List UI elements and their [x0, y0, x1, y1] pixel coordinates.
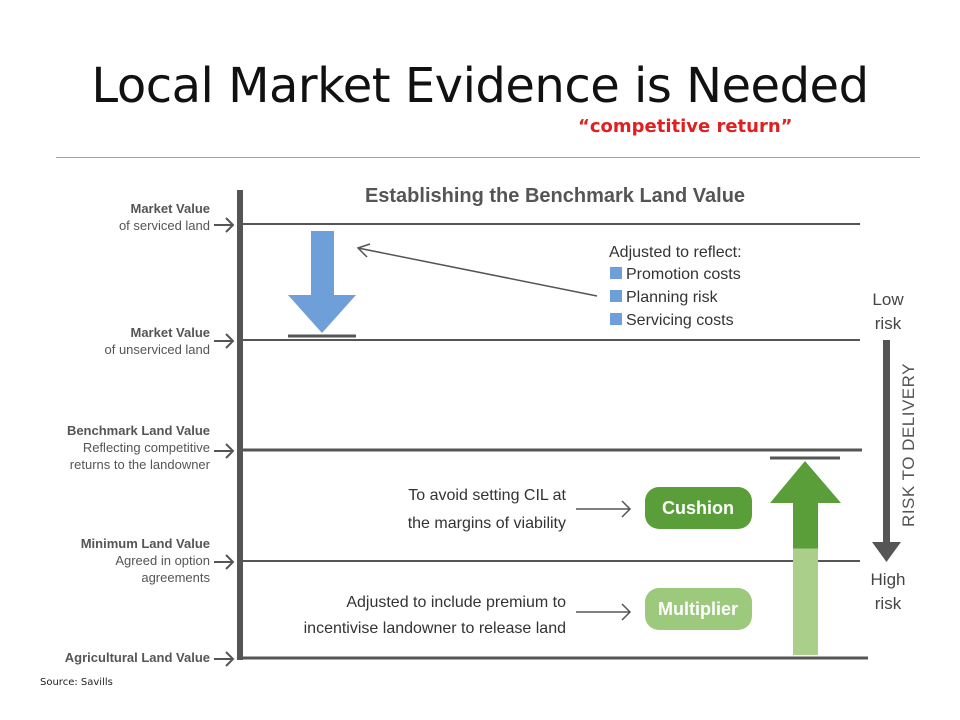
risk-axis-arrowhead-icon: [872, 542, 901, 562]
cushion-note-line: To avoid setting CIL at: [408, 487, 566, 504]
adjustment-pointer-arrow-icon: [356, 243, 598, 297]
adjustment-item: Servicing costs: [626, 312, 734, 329]
multiplier-note-line: Adjusted to include premium to: [346, 594, 566, 611]
level-name: Market Value: [131, 201, 211, 216]
pointer-arrow-icon: [214, 333, 235, 349]
title-divider: [56, 157, 920, 158]
slide-subtitle: “competitive return”: [578, 116, 793, 137]
source-note: Source: Savills: [40, 677, 113, 688]
multiplier-label: Multiplier: [658, 599, 738, 619]
risk-high-label: High risk: [871, 570, 906, 613]
level-pointer-arrows: [214, 217, 235, 667]
risk-high-line: risk: [875, 594, 902, 613]
adjustment-heading: Adjusted to reflect:: [609, 244, 742, 261]
green-up-arrow-icon: [770, 461, 841, 655]
pointer-arrow-icon: [214, 554, 235, 570]
adjustment-item: Planning risk: [626, 289, 719, 306]
risk-high-line: High: [871, 570, 906, 589]
pointer-arrow-icon: [214, 217, 235, 233]
risk-axis-label: RISK TO DELIVERY: [899, 363, 918, 527]
blue-down-arrow-icon: [288, 231, 356, 333]
vertical-axis: [237, 190, 243, 660]
diagram-title: Establishing the Benchmark Land Value: [365, 185, 745, 207]
multiplier-pill: [645, 588, 752, 630]
level-sub: agreements: [141, 570, 210, 585]
level-name: Minimum Land Value: [81, 536, 210, 551]
level-label-agricultural: Agricultural Land Value: [65, 650, 210, 665]
level-name: Market Value: [131, 325, 211, 340]
cushion-pill: [645, 487, 752, 529]
risk-low-line: risk: [875, 314, 902, 333]
multiplier-note: Adjusted to include premium to incentivi…: [304, 594, 566, 637]
level-sub: returns to the landowner: [70, 457, 211, 472]
adjustment-item: Promotion costs: [626, 266, 741, 283]
adjustment-list: Adjusted to reflect: Promotion costs Pla…: [609, 244, 742, 329]
pointer-arrow-icon: [214, 651, 235, 667]
bullet-square-icon: [610, 313, 622, 325]
level-label-minimum: Minimum Land Value Agreed in option agre…: [81, 536, 211, 585]
level-name: Benchmark Land Value: [67, 423, 210, 438]
multiplier-arrow-icon: [576, 603, 632, 621]
risk-low-label: Low risk: [872, 290, 904, 333]
risk-axis-shaft: [883, 340, 890, 545]
cushion-note: To avoid setting CIL at the margins of v…: [408, 487, 567, 532]
pointer-arrow-icon: [214, 443, 235, 459]
multiplier-note-line: incentivise landowner to release land: [304, 620, 566, 637]
risk-low-line: Low: [872, 290, 904, 309]
level-sub: Agreed in option: [115, 553, 210, 568]
slide-title: Local Market Evidence is Needed: [91, 58, 869, 114]
level-label-unserviced: Market Value of unserviced land: [104, 325, 210, 357]
bullet-square-icon: [610, 290, 622, 302]
level-name: Agricultural Land Value: [65, 650, 210, 665]
level-sub: of serviced land: [119, 218, 210, 233]
cushion-arrow-icon: [576, 500, 632, 518]
level-label-benchmark: Benchmark Land Value Reflecting competit…: [67, 423, 211, 472]
level-label-serviced: Market Value of serviced land: [119, 201, 210, 233]
cushion-note-line: the margins of viability: [408, 515, 566, 532]
level-sub: Reflecting competitive: [83, 440, 210, 455]
bullet-square-icon: [610, 267, 622, 279]
cushion-label: Cushion: [662, 498, 734, 518]
level-sub: of unserviced land: [104, 342, 210, 357]
